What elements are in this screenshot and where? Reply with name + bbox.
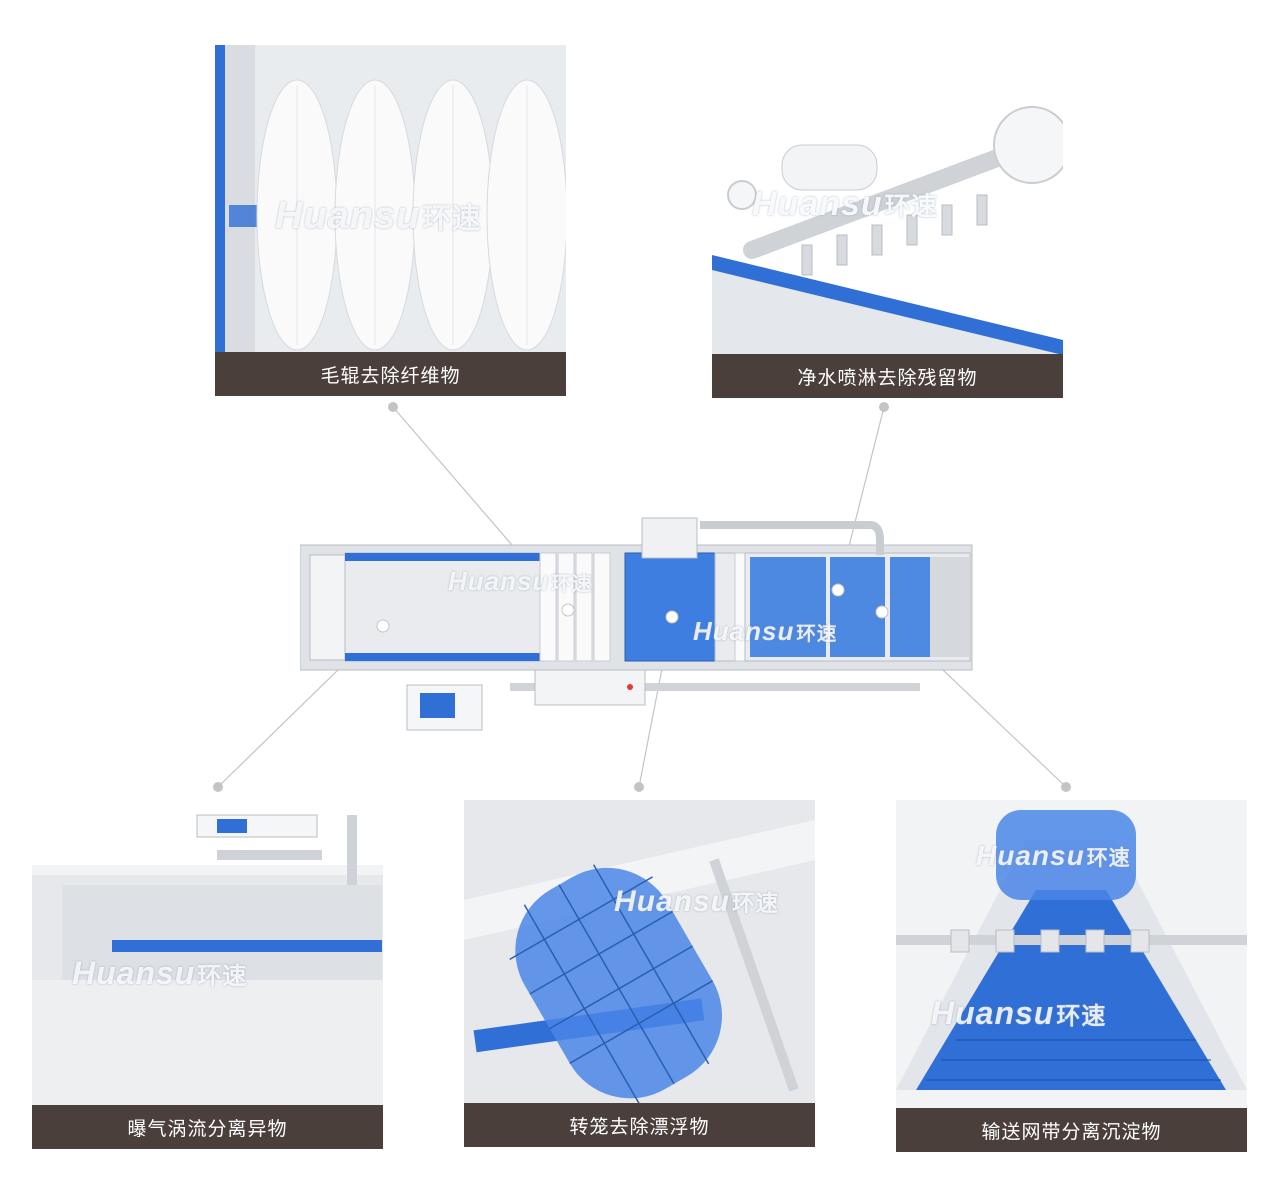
- brand-watermark: Huansu环速: [931, 995, 1107, 1031]
- callout-dot: [213, 782, 223, 792]
- belt-illustration: [896, 800, 1247, 1152]
- brand-watermark: Huansu环速: [275, 195, 482, 237]
- callout-dot: [1061, 782, 1071, 792]
- washing-machine-overview: [300, 517, 973, 731]
- brand-watermark: Huansu环速: [614, 885, 780, 918]
- aeration-panel: Huansu环速 曝气涡流分离异物: [32, 805, 383, 1149]
- brand-watermark: Huansu环速: [976, 840, 1131, 871]
- panel-caption: 曝气涡流分离异物: [32, 1105, 383, 1149]
- brand-watermark: Huansu环速: [72, 955, 248, 991]
- belt-panel: Huansu环速 Huansu环速 输送网带分离沉淀物: [896, 800, 1247, 1152]
- callout-dot: [388, 402, 398, 412]
- panel-caption: 输送网带分离沉淀物: [896, 1108, 1247, 1152]
- panel-caption: 转笼去除漂浮物: [464, 1103, 815, 1147]
- brand-watermark: Huansu环速: [752, 185, 938, 223]
- spray-panel: Huansu环速 净水喷淋去除残留物: [712, 45, 1063, 398]
- drum-illustration: [464, 800, 815, 1147]
- panel-caption: 毛辊去除纤维物: [215, 352, 566, 396]
- callout-dot: [634, 782, 644, 792]
- brush-roller-panel: Huansu环速 毛辊去除纤维物: [215, 45, 566, 396]
- drum-panel: Huansu环速 转笼去除漂浮物: [464, 800, 815, 1147]
- callout-dot: [879, 402, 889, 412]
- panel-caption: 净水喷淋去除残留物: [712, 354, 1063, 398]
- brush-roller-illustration: [215, 45, 566, 396]
